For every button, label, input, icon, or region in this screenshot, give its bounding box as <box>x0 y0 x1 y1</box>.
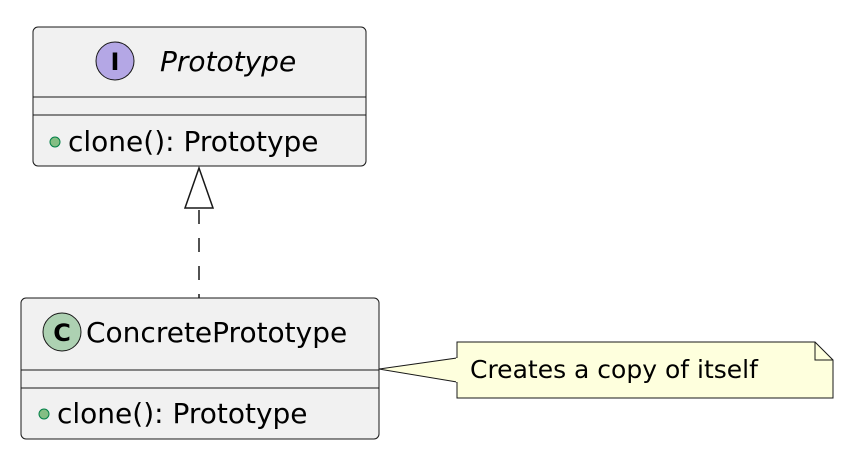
interface-prototype-box[interactable]: I Prototype clone(): Prototype <box>32 26 367 167</box>
class-stereotype-icon <box>42 312 82 352</box>
note[interactable]: Creates a copy of itself <box>378 341 834 399</box>
hollow-triangle-arrowhead-icon <box>183 165 215 209</box>
class-stereotype-glyph: C <box>53 319 71 347</box>
class-name: ConcretePrototype <box>86 316 347 349</box>
class-concrete-prototype-box[interactable]: C ConcretePrototype clone(): Prototype <box>20 297 380 440</box>
public-visibility-icon <box>38 408 50 420</box>
interface-method: clone(): Prototype <box>68 125 319 158</box>
interface-name: Prototype <box>160 45 296 78</box>
note-body <box>456 341 834 399</box>
interface-stereotype-icon <box>95 41 135 81</box>
realization-arrow <box>183 165 215 298</box>
interface-stereotype-glyph: I <box>111 48 120 76</box>
note-text: Creates a copy of itself <box>470 355 759 384</box>
note-folded-corner-icon <box>814 342 833 361</box>
public-visibility-icon <box>49 136 61 148</box>
class-method: clone(): Prototype <box>57 397 308 430</box>
note-connector <box>378 357 458 383</box>
